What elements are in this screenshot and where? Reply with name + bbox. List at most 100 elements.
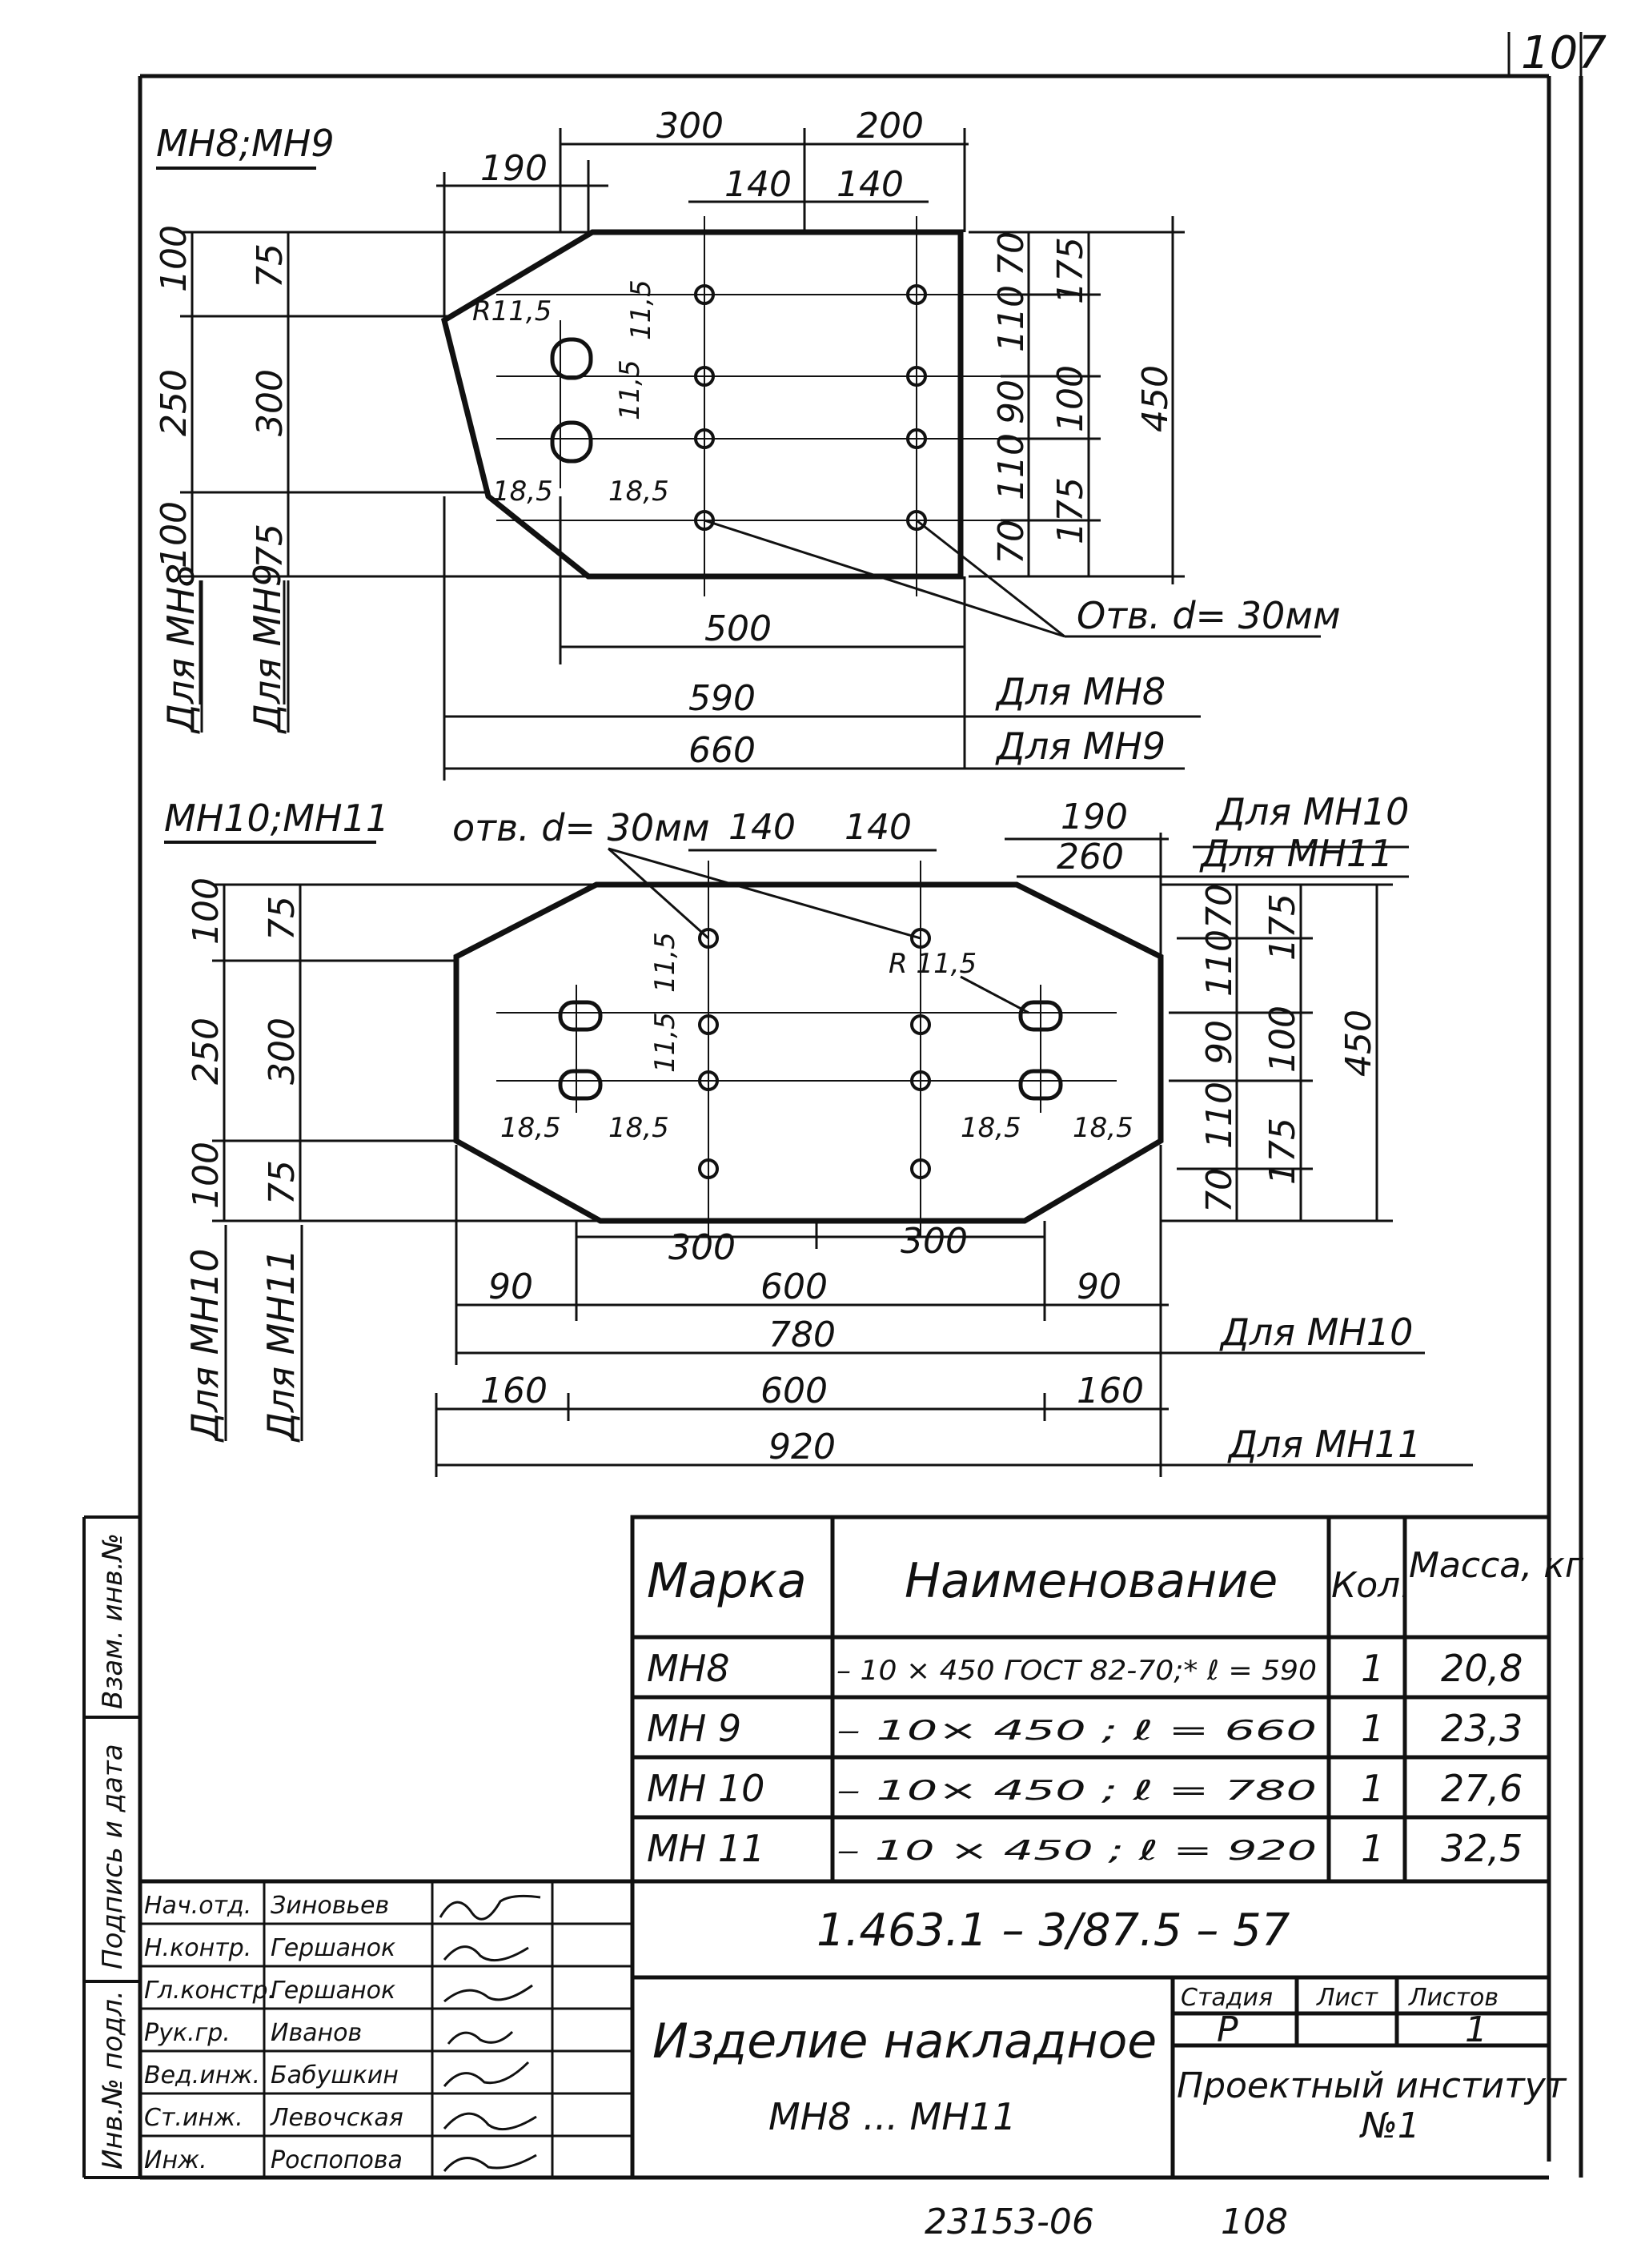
dim-500: 500 (704, 608, 772, 649)
hdr-mass: Масса, кг (1409, 1545, 1584, 1586)
dim-right-450: 450 (1135, 365, 1176, 432)
dim-right-175b: 175 (1050, 477, 1091, 544)
dim-right-70a: 70 (991, 231, 1032, 276)
holes-bottom (698, 928, 931, 1179)
dim-b-right-175b: 175 (1262, 1118, 1303, 1185)
title-block: Нач.отд. Зиновьев Н.контр. Гершанок Гл.к… (140, 1879, 1567, 2178)
dim-bottom-260: 260 (1057, 837, 1124, 877)
org-name-l1: Проектный институт (1177, 2065, 1567, 2106)
dim-b-right-175a: 175 (1262, 893, 1303, 961)
dim-right-90: 90 (991, 379, 1032, 424)
dim-160b: 160 (1077, 1371, 1144, 1411)
side-label-inventory: Инв.№ подл. (97, 1990, 129, 2170)
dim-right-70b: 70 (991, 520, 1032, 564)
left-for-mn11: Для МН11 (259, 1249, 303, 1443)
signatures (439, 1894, 541, 2172)
row3-mark: МН 10 (647, 1767, 764, 1810)
dim-top-190: 190 (480, 148, 548, 189)
dim-b-right-70b: 70 (1199, 1168, 1240, 1213)
side-label-signature: Подпись и дата (97, 1744, 129, 1969)
dim-b-left-100a: 100 (186, 877, 227, 945)
dim-b-right-90: 90 (1199, 1020, 1240, 1065)
for-mn11-bottom: Для МН11 (1227, 1423, 1421, 1466)
part-mn8-mn9: МН8;МН9 (154, 106, 1341, 781)
dim-90a: 90 (488, 1266, 533, 1307)
dim-right-110a: 110 (991, 285, 1032, 352)
row4-name: – 10 × 450 ; ℓ = 920 (837, 1835, 1317, 1867)
radius-top: R11,5 (472, 295, 552, 327)
dim-b-right-110b: 110 (1199, 1082, 1240, 1149)
dim-left-300: 300 (250, 369, 291, 436)
dim-b-left-75b: 75 (262, 1160, 303, 1205)
slot-offset-b-c: 18,5 (961, 1112, 1021, 1144)
dim-bottom-140a: 140 (728, 807, 796, 848)
slot-width-b-b: 11,5 (649, 1012, 681, 1073)
dim-b-right-110a: 110 (1199, 929, 1240, 997)
slot-width-top-a: 11,5 (625, 279, 657, 340)
dim-590: 590 (688, 678, 756, 719)
org-name-l2: №1 (1358, 2105, 1420, 2146)
dim-b-left-300: 300 (262, 1018, 303, 1085)
dim-left-100a: 100 (154, 225, 195, 292)
dim-300a: 300 (668, 1227, 736, 1268)
item-name-l1: Изделие накладное (652, 2013, 1157, 2069)
left-for-mn9: Для МН9 (246, 564, 289, 734)
radius-bottom: R 11,5 (889, 948, 977, 980)
slot-width-b-a: 11,5 (649, 932, 681, 993)
sheet-frame (138, 32, 1583, 2180)
hdr-qty: Кол. (1331, 1565, 1411, 1606)
dim-300b: 300 (901, 1221, 968, 1262)
staff-role-2: Н.контр. (144, 1934, 251, 1962)
slot-offset-b-d: 18,5 (1073, 1112, 1133, 1144)
dim-bottom-190: 190 (1061, 797, 1128, 837)
for-mn10-bottom: Для МН10 (1219, 1311, 1413, 1354)
dim-left-100b: 100 (154, 501, 195, 568)
row3-name: – 10× 450 ; ℓ = 780 (837, 1775, 1317, 1807)
bottom-note-code: 23153-06 (925, 2202, 1094, 2242)
sheets-header: Листов (1408, 1984, 1499, 2012)
side-label-replacement: Взам. инв.№ (97, 1533, 129, 1709)
plate-outline-bottom (453, 881, 1164, 1224)
for-mn11-top: Для МН11 (1199, 832, 1393, 875)
part-mn10-mn11: МН10;МН11 (164, 790, 1473, 1477)
dim-b-left-250: 250 (186, 1018, 227, 1085)
for-mn9-label: Для МН9 (995, 725, 1166, 768)
staff-name-1: Зиновьев (271, 1892, 389, 1920)
slots-bottom (558, 1000, 1063, 1101)
dim-top-140a: 140 (724, 164, 792, 205)
staff-name-3: Гершанок (271, 1977, 395, 2005)
sheet-header: Лист (1316, 1984, 1379, 2012)
slots-top (550, 337, 593, 464)
row1-mark: МН8 (647, 1647, 730, 1690)
dim-right-175a: 175 (1050, 237, 1091, 304)
bottom-note-num: 108 (1221, 2202, 1288, 2242)
dim-left-75a: 75 (250, 243, 291, 288)
dim-90b: 90 (1077, 1266, 1121, 1307)
row1-name: – 10 × 450 ГОСТ 82-70;* ℓ = 590 (837, 1655, 1317, 1687)
dim-b-right-100: 100 (1262, 1006, 1303, 1073)
dim-b-left-100b: 100 (186, 1142, 227, 1209)
dim-right-100: 100 (1050, 365, 1091, 432)
stage-value: Р (1217, 2009, 1238, 2050)
slot-offset-top-b: 18,5 (608, 476, 669, 508)
dim-right-110b: 110 (991, 433, 1032, 500)
dim-b-left-75a: 75 (262, 896, 303, 941)
staff-name-6: Левочская (270, 2104, 403, 2132)
dim-top-140b: 140 (837, 164, 904, 205)
dim-bottom-140b: 140 (845, 807, 912, 848)
hole-note-top: Отв. d= 30мм (1077, 594, 1341, 637)
hdr-mark: Марка (647, 1553, 807, 1609)
staff-name-2: Гершанок (271, 1934, 395, 1962)
hole-note-bottom: отв. d= 30мм (452, 806, 710, 849)
for-mn10-top: Для МН10 (1215, 790, 1409, 833)
dim-600b: 600 (760, 1371, 828, 1411)
row2-qty: 1 (1361, 1707, 1384, 1750)
slot-offset-top-a: 18,5 (492, 476, 553, 508)
staff-name-4: Иванов (271, 2019, 362, 2047)
row4-qty: 1 (1361, 1827, 1384, 1870)
doc-code: 1.463.1 – 3/87.5 – 57 (816, 1905, 1290, 1957)
staff-role-7: Инж. (144, 2146, 207, 2174)
dim-920: 920 (768, 1427, 836, 1467)
item-name-l2: МН8 ... МН11 (768, 2095, 1016, 2138)
row1-qty: 1 (1361, 1647, 1384, 1690)
